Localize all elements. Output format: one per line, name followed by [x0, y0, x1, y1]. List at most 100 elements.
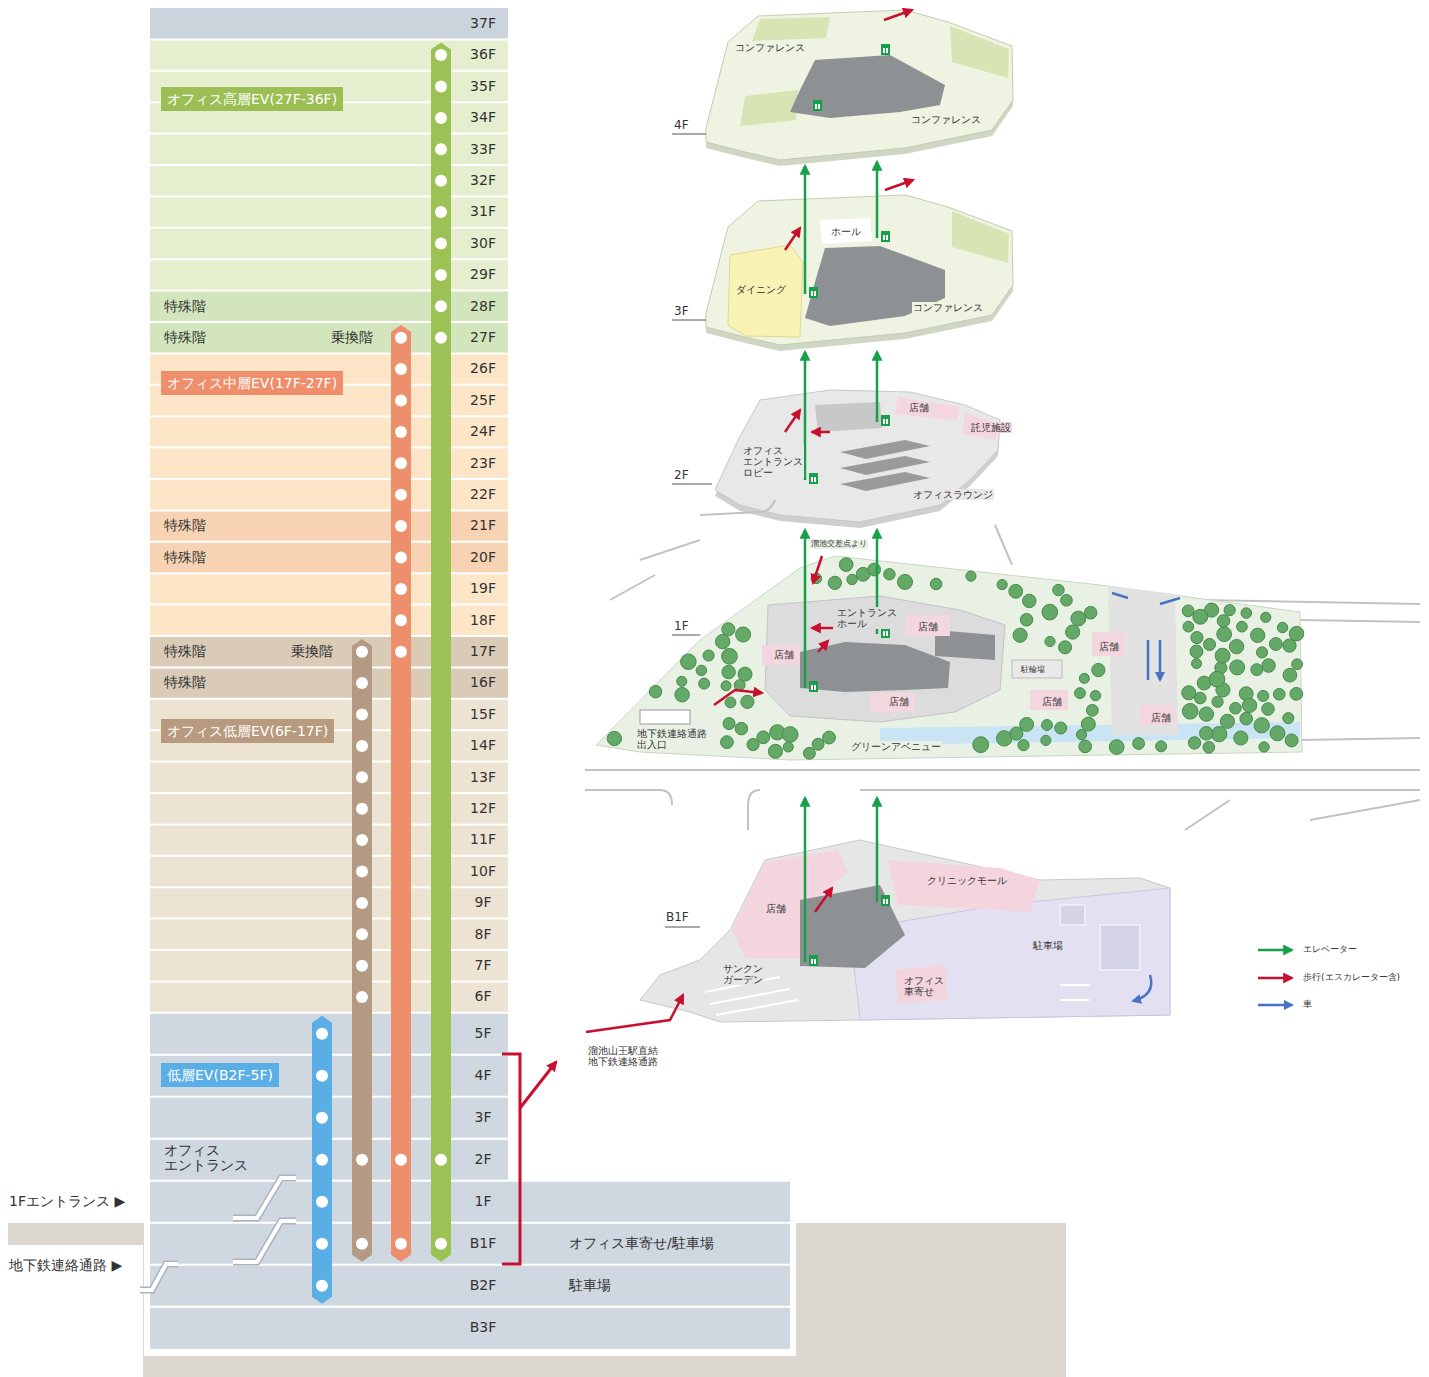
stop-dot — [395, 646, 407, 658]
plan-2f — [895, 397, 960, 420]
floor-number: 18F — [463, 613, 503, 628]
floor-divider — [150, 415, 508, 417]
tree — [768, 744, 782, 758]
walking-arrows — [785, 228, 800, 250]
plan-b1f — [1060, 985, 1090, 1000]
plan-1f — [765, 596, 1005, 722]
plan-3f — [820, 218, 872, 244]
tree — [868, 563, 881, 576]
floor-number: 34F — [463, 110, 503, 125]
entrance-note: オフィス エントランス — [163, 1143, 249, 1174]
entry-pointer: 地下鉄連絡通路 ▶ — [8, 1258, 123, 1273]
tree — [1191, 632, 1203, 644]
plan-3f — [728, 245, 803, 337]
podium-note: オフィス車寄せ/駐車場 — [568, 1236, 715, 1251]
tree — [1090, 690, 1100, 700]
tree — [898, 574, 913, 589]
floor-band — [150, 919, 508, 950]
floor-number: 9F — [463, 895, 503, 910]
floor-name: B1F — [665, 911, 690, 924]
legend-text: 車 — [1303, 1000, 1312, 1010]
floor-number: 28F — [463, 299, 503, 314]
stop-dot — [435, 1154, 447, 1166]
walking-arrows — [586, 10, 913, 1032]
walking-arrows — [818, 641, 828, 652]
tree — [1066, 625, 1080, 639]
floor-divider — [150, 352, 508, 354]
stop-dot — [316, 1070, 328, 1082]
plan-1f — [905, 615, 950, 636]
tree — [1009, 584, 1023, 598]
floor-number: 7F — [463, 958, 503, 973]
tree — [782, 727, 798, 743]
stop-dot — [395, 552, 407, 564]
legend-row: エレベーター — [1256, 943, 1357, 957]
special-floor: 特殊階 — [163, 330, 207, 345]
stop-dot — [316, 1280, 328, 1292]
stop-dot — [435, 175, 447, 187]
entry-pointer: 1Fエントランス ▶ — [8, 1194, 126, 1209]
tree — [1023, 594, 1036, 607]
walking-arrows — [884, 10, 912, 20]
floor-band — [150, 856, 508, 887]
floor-number: 21F — [463, 518, 503, 533]
bracket — [502, 1054, 520, 1264]
plan-b1f — [1133, 975, 1151, 1001]
floor-band — [150, 1265, 790, 1307]
floor-number: 1F — [463, 1194, 503, 1209]
floor-divider — [150, 70, 508, 72]
floor-band — [150, 322, 508, 353]
special-floor: 特殊階 — [163, 675, 207, 690]
tree — [1053, 584, 1064, 595]
ev-label-text: オフィス高層EV(27F-36F) — [167, 91, 337, 107]
floor-divider — [150, 478, 508, 480]
stop-dot — [356, 740, 368, 752]
floor-divider — [150, 823, 508, 825]
floor-band — [150, 510, 508, 541]
plan-1f — [870, 693, 915, 712]
special-floor: 特殊階 — [163, 518, 207, 533]
tree — [675, 687, 689, 701]
tree — [1075, 688, 1086, 699]
plan-b1f — [1060, 905, 1085, 925]
plan-b1f — [895, 965, 948, 1003]
floor-band — [150, 667, 508, 698]
plan-3f — [952, 211, 1009, 263]
tree — [722, 623, 735, 636]
floor-number: 5F — [463, 1026, 503, 1041]
elevator-icon — [813, 100, 822, 111]
plan-1f — [1140, 705, 1175, 725]
stop-dot — [395, 426, 407, 438]
tree — [1045, 636, 1055, 646]
tree — [736, 627, 751, 642]
tree — [997, 579, 1007, 589]
escalator — [233, 1221, 296, 1262]
floor-leader — [665, 134, 712, 927]
tree — [696, 665, 706, 675]
stop-dot — [435, 206, 447, 218]
floor-band — [150, 134, 508, 165]
ev-label-text: オフィス中層EV(17F-27F) — [167, 375, 337, 391]
escalator — [140, 1264, 178, 1290]
floor-band — [150, 950, 508, 981]
floor-divider — [150, 761, 508, 763]
tree — [973, 737, 989, 753]
elevator-icon — [811, 477, 813, 482]
bracket — [520, 1062, 556, 1108]
tree — [1230, 660, 1245, 675]
shop-label: 店舗 — [1041, 696, 1063, 707]
tree — [1042, 604, 1058, 620]
tree — [1071, 611, 1086, 626]
elevator-arrows — [876, 352, 879, 422]
legend-text: 歩行(エスカレーター含) — [1303, 973, 1400, 983]
tree — [1092, 663, 1105, 676]
tree — [649, 685, 661, 697]
stop-dot — [316, 1112, 328, 1124]
stop-dot — [316, 1028, 328, 1040]
stop-dot — [435, 49, 447, 61]
room-label: 託児施設 — [970, 422, 1012, 433]
floor-number: 12F — [463, 801, 503, 816]
legend-row: 歩行(エスカレーター含) — [1256, 971, 1400, 985]
room-label: クリニックモール — [926, 875, 1008, 886]
plan-3f — [706, 195, 1013, 351]
